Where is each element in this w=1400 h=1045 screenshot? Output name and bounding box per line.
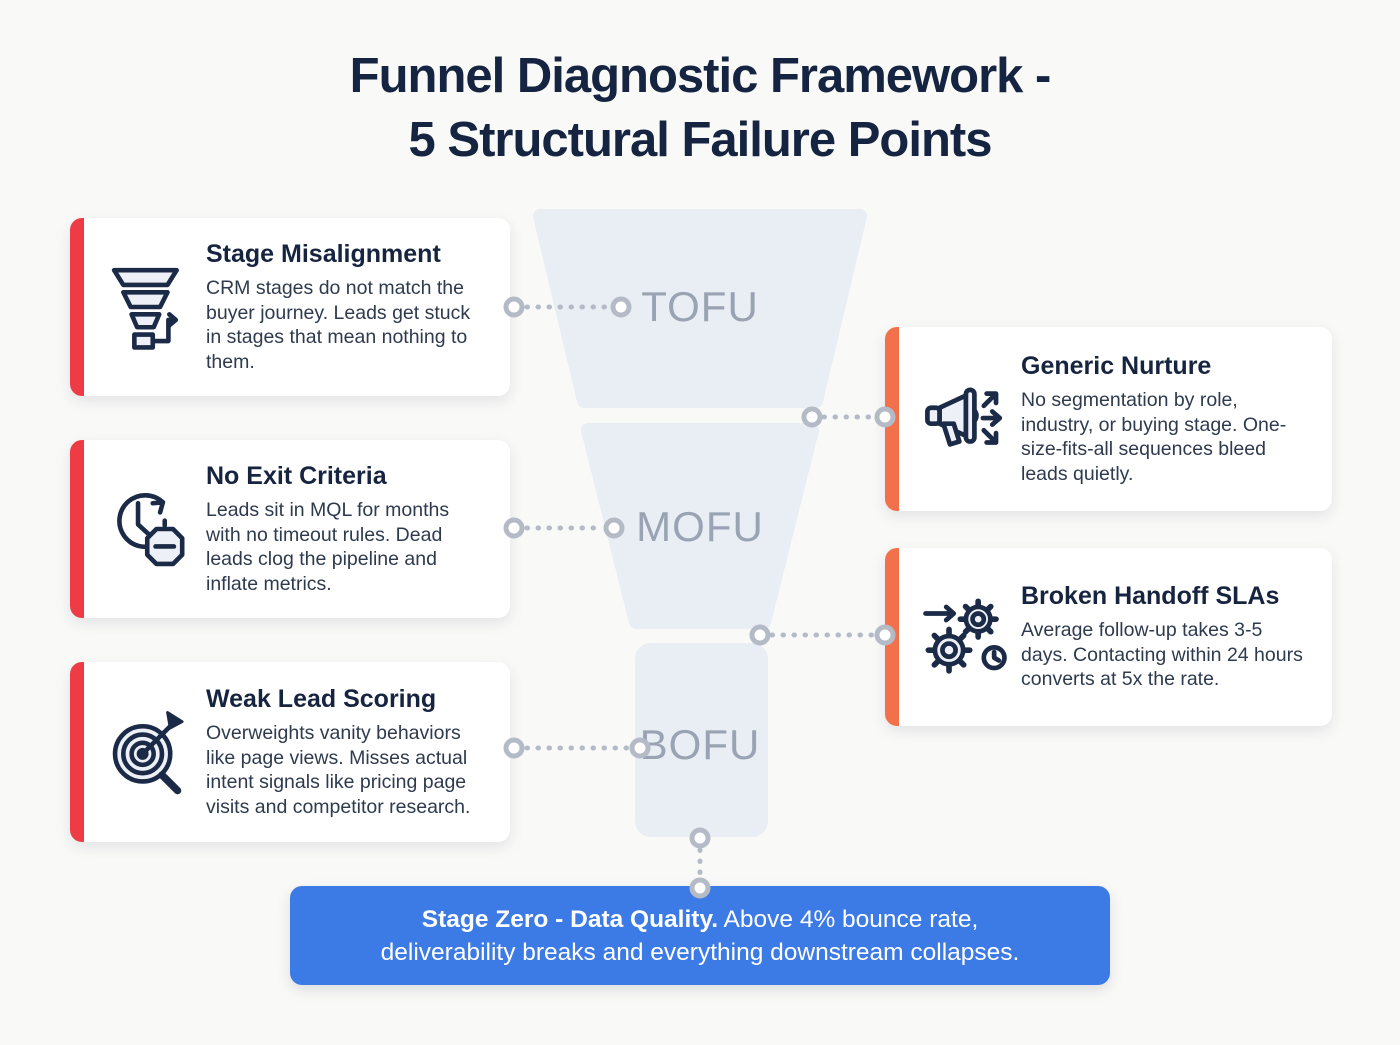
funnel-stages-icon xyxy=(94,261,206,353)
card-title: No Exit Criteria xyxy=(206,462,387,490)
card-stage-misalignment: Stage Misalignment CRM stages do not mat… xyxy=(70,218,510,396)
stage-zero-banner: Stage Zero - Data Quality. Above 4% boun… xyxy=(290,886,1110,985)
banner-line1: Stage Zero - Data Quality. Above 4% boun… xyxy=(290,903,1110,936)
card-broken-handoff-slas: Broken Handoff SLAs Average follow-up ta… xyxy=(885,548,1332,726)
funnel-stage-label-mofu: MOFU xyxy=(636,503,764,550)
card-no-exit-criteria: No Exit Criteria Leads sit in MQL for mo… xyxy=(70,440,510,618)
clock-timeout-icon xyxy=(94,483,206,575)
card-generic-nurture: Generic Nurture No segmentation by role,… xyxy=(885,327,1332,511)
red-accent-bar xyxy=(70,662,84,842)
gears-clock-icon xyxy=(909,590,1021,684)
card-body: Leads sit in MQL for months with no time… xyxy=(206,499,450,595)
card-body: Overweights vanity behaviors like page v… xyxy=(206,722,471,818)
card-body: No segmentation by role, industry, or bu… xyxy=(1021,389,1287,485)
banner-line2: deliverability breaks and everything dow… xyxy=(380,939,1020,966)
banner-bold-text: Stage Zero - Data Quality. xyxy=(421,906,719,933)
banner-line1-rest: Above 4% bounce rate, xyxy=(723,906,979,933)
funnel-segment-mofu xyxy=(581,423,819,629)
red-accent-bar xyxy=(70,440,84,618)
orange-accent-bar xyxy=(885,327,899,511)
page-title-line1: Funnel Diagnostic Framework - xyxy=(349,49,1052,103)
orange-accent-bar xyxy=(885,548,899,726)
funnel-segment-tofu xyxy=(533,209,867,408)
funnel-stage-label-tofu: TOFU xyxy=(641,283,759,330)
card-title: Weak Lead Scoring xyxy=(206,685,437,713)
card-body: Average follow-up takes 3-5 days. Contac… xyxy=(1021,619,1303,691)
target-magnifier-icon xyxy=(94,706,206,798)
card-title: Broken Handoff SLAs xyxy=(1021,582,1280,611)
page-title: Funnel Diagnostic Framework - 5 Structur… xyxy=(0,44,1400,172)
red-accent-bar xyxy=(70,218,84,396)
megaphone-arrows-icon xyxy=(909,372,1021,466)
card-title: Generic Nurture xyxy=(1021,352,1212,380)
card-body: CRM stages do not match the buyer journe… xyxy=(206,277,471,373)
funnel-stage-label-bofu: BOFU xyxy=(639,721,761,768)
card-weak-lead-scoring: Weak Lead Scoring Overweights vanity beh… xyxy=(70,662,510,842)
card-title: Stage Misalignment xyxy=(206,240,441,268)
page-title-line2: 5 Structural Failure Points xyxy=(408,113,993,167)
